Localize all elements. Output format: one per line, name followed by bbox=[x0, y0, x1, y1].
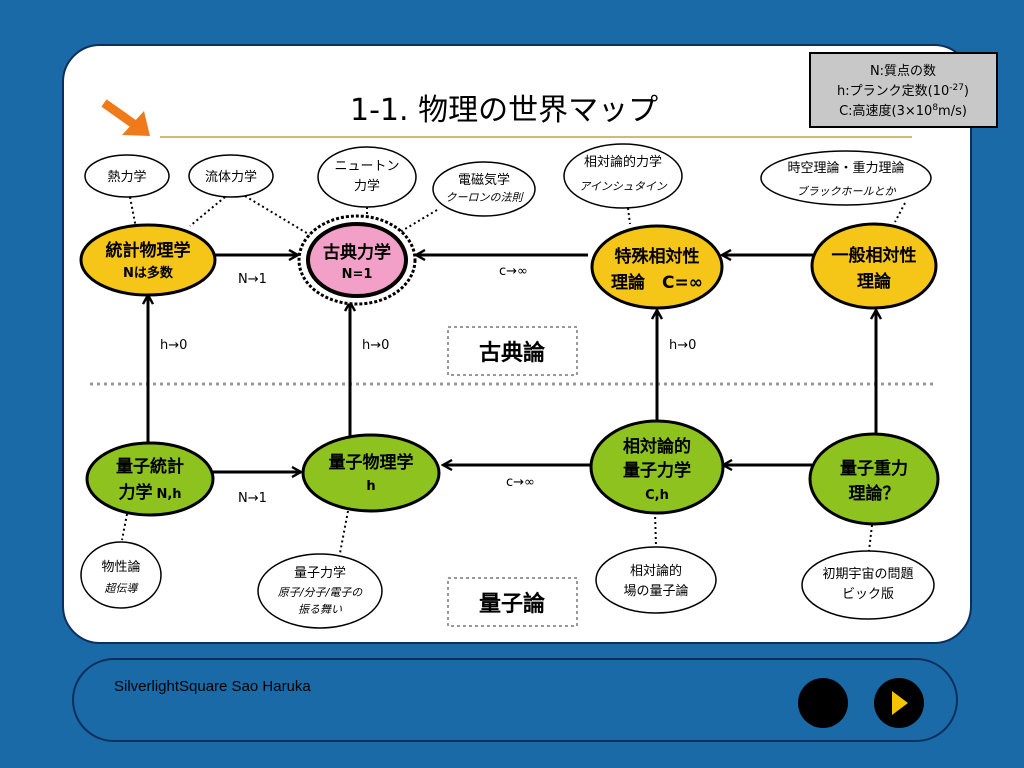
note-electromagnetism: 電磁気学 クーロンの法則 bbox=[432, 161, 536, 217]
legend-box: N:質点の数 h:プランク定数(10-27) C:高速度(3×108m/s) bbox=[809, 52, 998, 128]
svg-text:特殊相対性: 特殊相対性 bbox=[615, 246, 700, 267]
svg-text:ニュートン: ニュートン bbox=[334, 159, 399, 174]
svg-text:流体力学: 流体力学 bbox=[205, 169, 257, 185]
arrow-label-cinf-top: c→∞ bbox=[499, 264, 528, 279]
node-special-relativity: 特殊相対性 理論 C=∞ bbox=[590, 224, 724, 310]
svg-text:統計物理学: 統計物理学 bbox=[106, 240, 191, 261]
svg-text:古典力学: 古典力学 bbox=[323, 242, 391, 263]
svg-text:量子物理学: 量子物理学 bbox=[329, 452, 414, 473]
svg-text:力学: 力学 bbox=[354, 178, 380, 194]
play-next-button[interactable] bbox=[874, 678, 924, 728]
svg-text:量子統計: 量子統計 bbox=[116, 456, 184, 477]
svg-text:相対論的: 相対論的 bbox=[623, 436, 691, 457]
note-thermodynamics: 熱力学 bbox=[84, 154, 170, 198]
svg-text:クーロンの法則: クーロンの法則 bbox=[446, 191, 525, 204]
arrow-label-h0-left: h→0 bbox=[160, 338, 187, 353]
arrow-label-h0-right: h→0 bbox=[669, 338, 696, 353]
quantum-category-box bbox=[447, 577, 578, 627]
arrow-label-n1-top: N→1 bbox=[238, 272, 267, 287]
legend-line-2: h:プランク定数(10-27) bbox=[837, 83, 969, 99]
arrow-label-n1-bottom: N→1 bbox=[238, 491, 267, 506]
note-connectors bbox=[121, 195, 906, 554]
legend-line-1: N:質点の数 bbox=[870, 64, 936, 79]
note-quantum-field-theory: 相対論的 場の量子論 bbox=[595, 546, 717, 614]
svg-text:原子/分子/電子の: 原子/分子/電子の bbox=[278, 586, 363, 599]
node-statistical-physics: 統計物理学 Nは多数 bbox=[79, 223, 217, 297]
svg-text:場の量子論: 場の量子論 bbox=[623, 583, 688, 599]
svg-text:時空理論・重力理論: 時空理論・重力理論 bbox=[787, 160, 904, 176]
svg-text:C,h: C,h bbox=[645, 488, 669, 503]
node-quantum-gravity: 量子重力 理論？ bbox=[808, 432, 940, 526]
svg-text:熱力学: 熱力学 bbox=[107, 169, 146, 185]
svg-text:ビック版: ビック版 bbox=[842, 587, 894, 602]
note-early-universe: 初期宇宙の問題 ビック版 bbox=[801, 550, 935, 620]
svg-text:h: h bbox=[366, 479, 375, 494]
svg-text:Nは多数: Nは多数 bbox=[123, 265, 174, 281]
svg-text:量子重力: 量子重力 bbox=[840, 458, 908, 479]
svg-text:理論: 理論 bbox=[857, 271, 892, 292]
svg-text:量子力学: 量子力学 bbox=[294, 565, 346, 581]
quantum-category-label: 量子論 bbox=[479, 591, 546, 617]
svg-text:相対論的: 相対論的 bbox=[630, 563, 682, 579]
svg-text:N=1: N=1 bbox=[342, 267, 373, 282]
note-spacetime-gravity: 時空理論・重力理論 ブラックホールとか bbox=[760, 150, 932, 206]
classical-category-label: 古典論 bbox=[479, 340, 546, 366]
note-condensed-matter: 物性論 超伝導 bbox=[80, 541, 162, 609]
note-fluid-dynamics: 流体力学 bbox=[188, 154, 274, 198]
stop-button[interactable] bbox=[798, 678, 848, 728]
footer-bar: SilverlightSquare Sao Haruka bbox=[72, 658, 958, 742]
svg-text:理論？: 理論？ bbox=[849, 483, 900, 504]
footer-credit: SilverlightSquare Sao Haruka bbox=[114, 678, 311, 695]
node-relativistic-quantum-mechanics: 相対論的 量子力学 C,h bbox=[589, 419, 725, 515]
svg-text:一般相対性: 一般相対性 bbox=[832, 245, 917, 266]
play-icon bbox=[892, 691, 908, 715]
node-general-relativity: 一般相対性 理論 bbox=[810, 222, 938, 310]
note-quantum-mechanics: 量子力学 原子/分子/電子の 振る舞い bbox=[257, 553, 383, 629]
note-relativistic-mechanics: 相対論的力学 アインシュタイン bbox=[563, 143, 683, 209]
node-classical-mechanics: 古典力学 N=1 bbox=[297, 214, 417, 306]
arrows bbox=[148, 255, 876, 472]
svg-text:超伝導: 超伝導 bbox=[105, 582, 140, 595]
svg-text:相対論的力学: 相対論的力学 bbox=[584, 154, 662, 170]
svg-text:理論 C=∞: 理論 C=∞ bbox=[611, 272, 703, 293]
svg-text:アインシュタイン: アインシュタイン bbox=[579, 180, 667, 193]
node-quantum-physics: 量子物理学 h bbox=[301, 433, 441, 513]
legend-line-3: C:高速度(3×108m/s) bbox=[839, 103, 967, 119]
page-title: 1-1. 物理の世界マップ bbox=[350, 93, 658, 128]
svg-text:量子力学: 量子力学 bbox=[623, 460, 691, 481]
svg-text:力学N,h: 力学N,h bbox=[118, 482, 181, 503]
arrow-label-h0-middle: h→0 bbox=[362, 338, 389, 353]
note-newtonian-mechanics: ニュートン 力学 bbox=[317, 146, 417, 208]
arrow-label-cinf-bottom: c→∞ bbox=[506, 475, 535, 490]
classical-category-box bbox=[447, 326, 578, 376]
orange-pointer-icon bbox=[101, 99, 150, 136]
svg-text:物性論: 物性論 bbox=[101, 559, 140, 575]
svg-text:振る舞い: 振る舞い bbox=[298, 603, 342, 616]
svg-text:電磁気学: 電磁気学 bbox=[458, 172, 510, 188]
svg-text:初期宇宙の問題: 初期宇宙の問題 bbox=[822, 567, 913, 582]
svg-text:ブラックホールとか: ブラックホールとか bbox=[797, 185, 897, 198]
